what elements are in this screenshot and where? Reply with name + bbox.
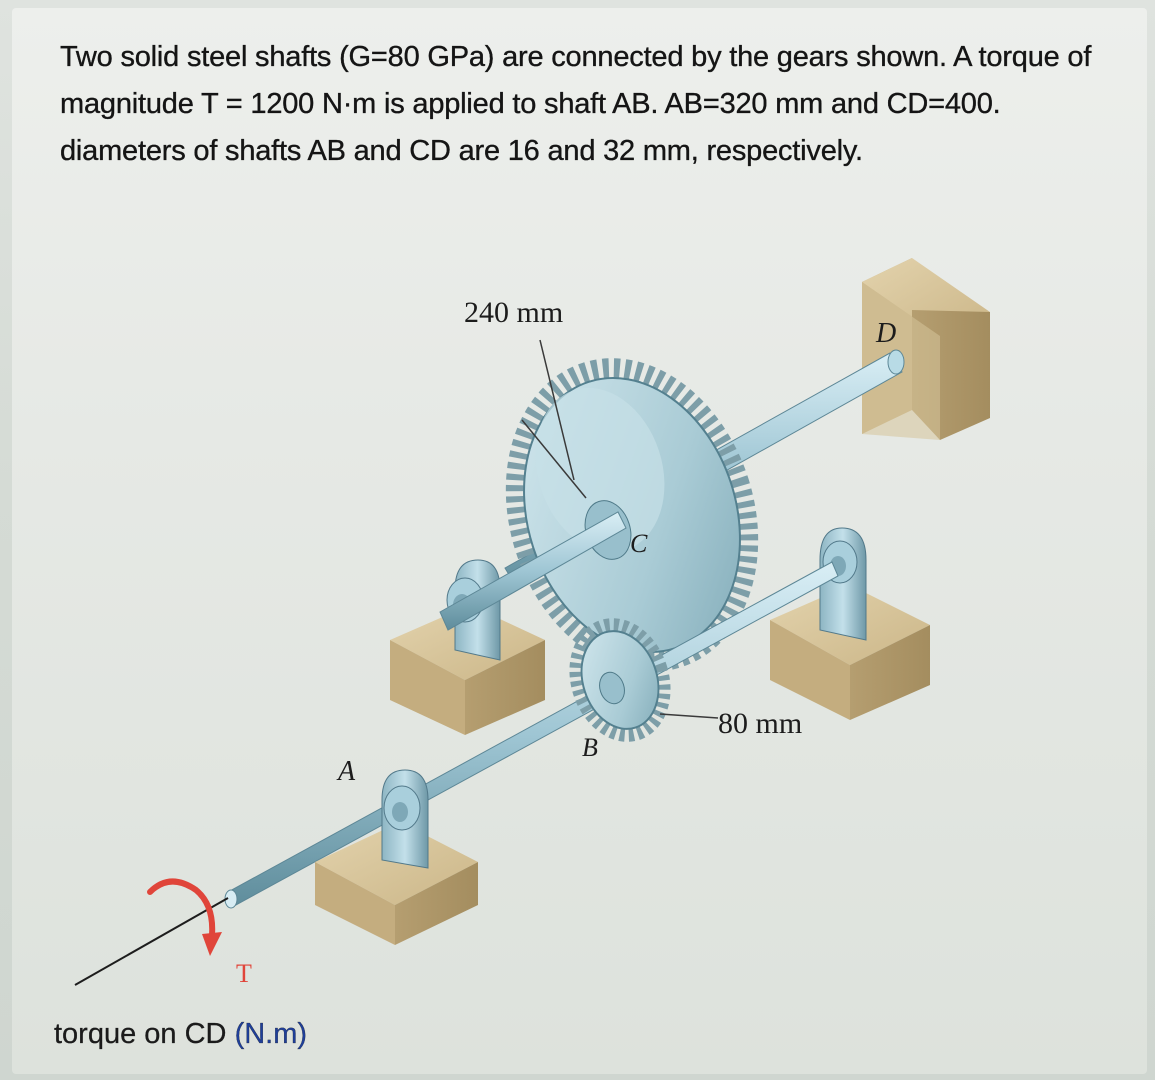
support-block-a [315,822,478,945]
label-d: D [875,318,896,349]
gear-b [569,618,671,742]
bearing-a [381,769,429,869]
label-b: B [582,733,598,762]
torque-arrow [74,878,229,986]
answer-label: torque on CD (N.m) [54,1018,307,1051]
support-block-d [862,258,990,440]
problem-statement: Two solid steel shafts (G=80 GPa) are co… [60,41,1092,167]
label-t: T [236,959,252,988]
bearing-ab-right [819,527,867,641]
label-c: C [630,529,648,558]
dimension-gear-b: 80 mm [718,707,802,740]
dimension-gear-c: 240 mm [464,296,563,329]
label-a: A [336,756,356,787]
answer-label-text: torque on CD [54,1018,227,1050]
answer-label-unit: (N.m) [234,1018,308,1050]
gear-c [505,339,759,672]
